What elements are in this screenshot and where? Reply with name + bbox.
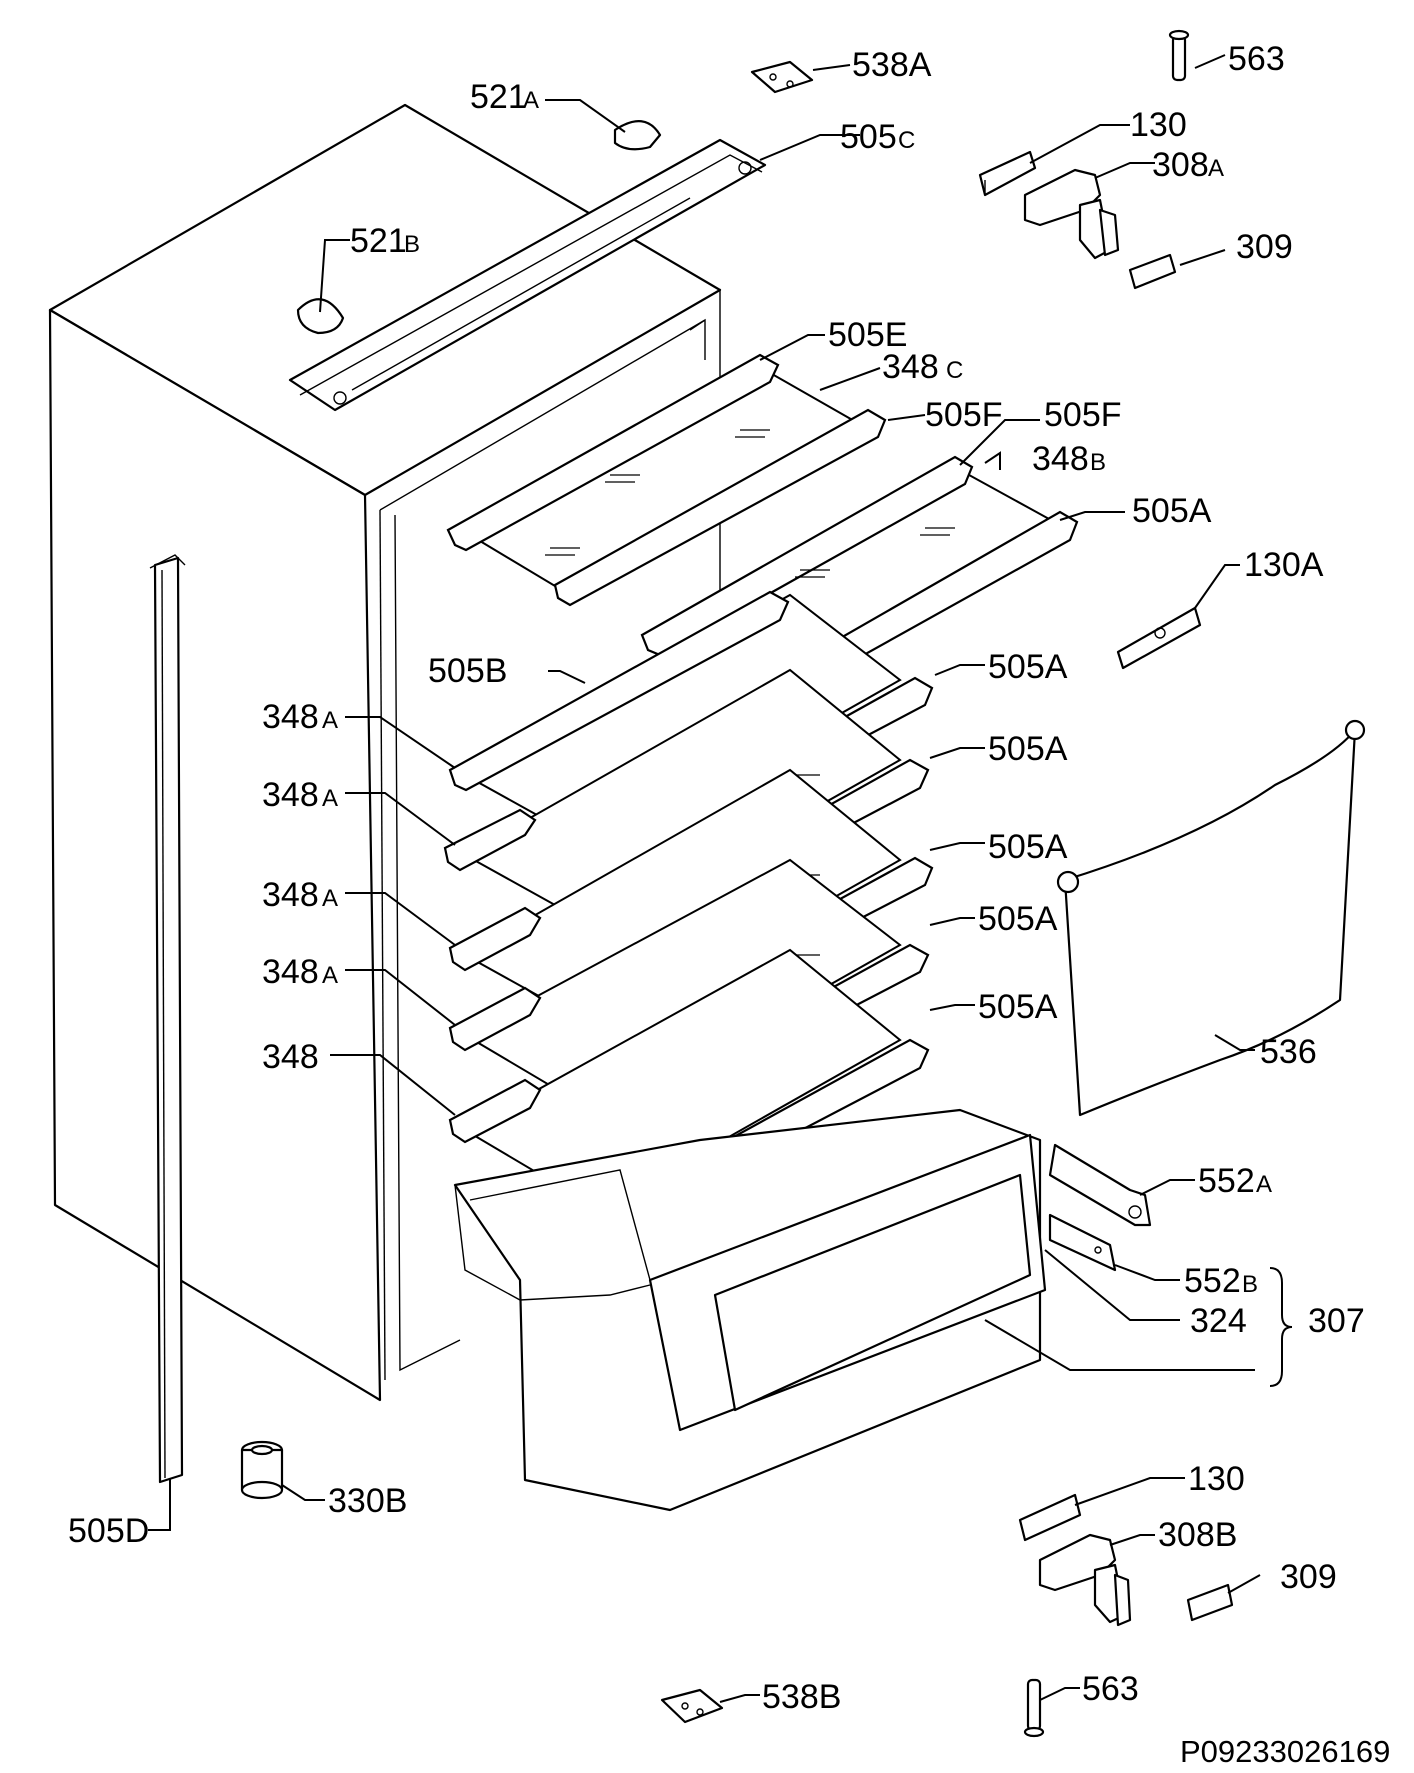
cover-part-536 xyxy=(1056,719,1366,1117)
label-505a-1: 505A xyxy=(1132,492,1212,530)
label-348a-3-suffix: A xyxy=(322,885,338,912)
label-536: 536 xyxy=(1260,1033,1317,1071)
label-552b: 552 B xyxy=(1184,1262,1258,1300)
label-348: 348 xyxy=(262,1038,319,1076)
label-505f-1: 505F xyxy=(925,396,1003,434)
label-348a-1-suffix: A xyxy=(322,707,338,734)
label-552a-suffix: A xyxy=(1256,1171,1272,1198)
label-505a-2: 505A xyxy=(988,648,1068,686)
label-505a-4: 505A xyxy=(988,828,1068,866)
label-130-bottom: 130 xyxy=(1188,1460,1245,1498)
clip-part-538b xyxy=(660,1688,724,1724)
foot-part-330b xyxy=(240,1440,284,1500)
hinge-part-308a xyxy=(1023,168,1120,260)
leader-lines xyxy=(148,54,1293,1703)
label-505a-3: 505A xyxy=(988,730,1068,768)
label-348a-3-number: 348 xyxy=(262,876,319,914)
label-part-309-bottom xyxy=(1186,1583,1234,1622)
label-348c-number: 348 xyxy=(882,348,939,386)
label-538a: 538A xyxy=(852,46,932,84)
label-348a-4: 348 A xyxy=(262,953,338,991)
hinge-plate-part-130-bottom xyxy=(1018,1493,1082,1542)
label-505c-number: 505 xyxy=(840,118,897,156)
label-552a: 552 A xyxy=(1198,1162,1272,1200)
pin-part-563-bottom xyxy=(1023,1678,1045,1738)
label-505a-5: 505A xyxy=(978,900,1058,938)
label-552b-suffix: B xyxy=(1242,1271,1258,1298)
label-563-bottom: 563 xyxy=(1082,1670,1139,1708)
plate-part-130a xyxy=(1116,606,1202,670)
label-521a: 521 A xyxy=(470,78,539,116)
label-348b-suffix: B xyxy=(1090,449,1106,476)
label-348a-1-number: 348 xyxy=(262,698,319,736)
label-348a-2-number: 348 xyxy=(262,776,319,814)
door-seal-part-505d xyxy=(149,554,186,1484)
label-308a-number: 308 xyxy=(1152,146,1209,184)
label-348c-suffix: C xyxy=(946,357,963,384)
top-rail-part-505c xyxy=(288,138,767,412)
label-505b: 505B xyxy=(428,652,507,690)
label-505d: 505D xyxy=(68,1512,149,1550)
label-309-bottom: 309 xyxy=(1280,1558,1337,1596)
label-130-top: 130 xyxy=(1130,106,1187,144)
label-348a-2-suffix: A xyxy=(322,785,338,812)
slide-rail-part-552b xyxy=(1048,1213,1117,1272)
label-324: 324 xyxy=(1190,1302,1247,1340)
label-505e: 505E xyxy=(828,316,907,354)
label-521a-number: 521 xyxy=(470,78,527,116)
slide-rail-part-552a xyxy=(1048,1143,1152,1227)
label-505c-suffix: C xyxy=(898,127,915,154)
label-521a-suffix: A xyxy=(523,87,539,114)
label-552a-number: 552 xyxy=(1198,1162,1255,1200)
label-348a-4-suffix: A xyxy=(322,962,338,989)
cap-part-521a xyxy=(613,120,662,151)
label-348a-4-number: 348 xyxy=(262,953,319,991)
label-309-top: 309 xyxy=(1236,228,1293,266)
label-330b: 330B xyxy=(328,1482,407,1520)
shelf-part-348c xyxy=(446,353,887,607)
label-521b: 521 B xyxy=(350,222,420,260)
label-part-309-top xyxy=(1128,253,1177,290)
label-308a: 308 A xyxy=(1152,146,1224,184)
label-307: 307 xyxy=(1308,1302,1365,1340)
drawing-reference-number: P09233026169 xyxy=(1180,1734,1390,1769)
label-308a-suffix: A xyxy=(1208,155,1224,182)
label-348a-1: 348 A xyxy=(262,698,338,736)
label-348b-number: 348 xyxy=(1032,440,1089,478)
hinge-part-308b xyxy=(1038,1533,1132,1627)
label-130a: 130A xyxy=(1244,546,1324,584)
label-505c: 505 C xyxy=(840,118,915,156)
label-563-top: 563 xyxy=(1228,40,1285,78)
label-348c: 348 C xyxy=(882,348,963,386)
label-308b: 308B xyxy=(1158,1516,1237,1554)
label-348b: 348 B xyxy=(1032,440,1106,478)
label-521b-number: 521 xyxy=(350,222,407,260)
pin-part-563-top xyxy=(1168,29,1190,82)
label-538b: 538B xyxy=(762,1678,841,1716)
label-552b-number: 552 xyxy=(1184,1262,1241,1300)
hinge-plate-part-130-top xyxy=(978,150,1037,197)
label-348a-3: 348 A xyxy=(262,876,338,914)
label-505a-6: 505A xyxy=(978,988,1058,1026)
label-505f-2: 505F xyxy=(1044,396,1122,434)
clip-part-538a xyxy=(750,60,814,94)
label-521b-suffix: B xyxy=(404,231,420,258)
label-348a-2: 348 A xyxy=(262,776,338,814)
crisper-drawer xyxy=(453,1108,1047,1512)
cabinet-body xyxy=(48,103,722,1402)
